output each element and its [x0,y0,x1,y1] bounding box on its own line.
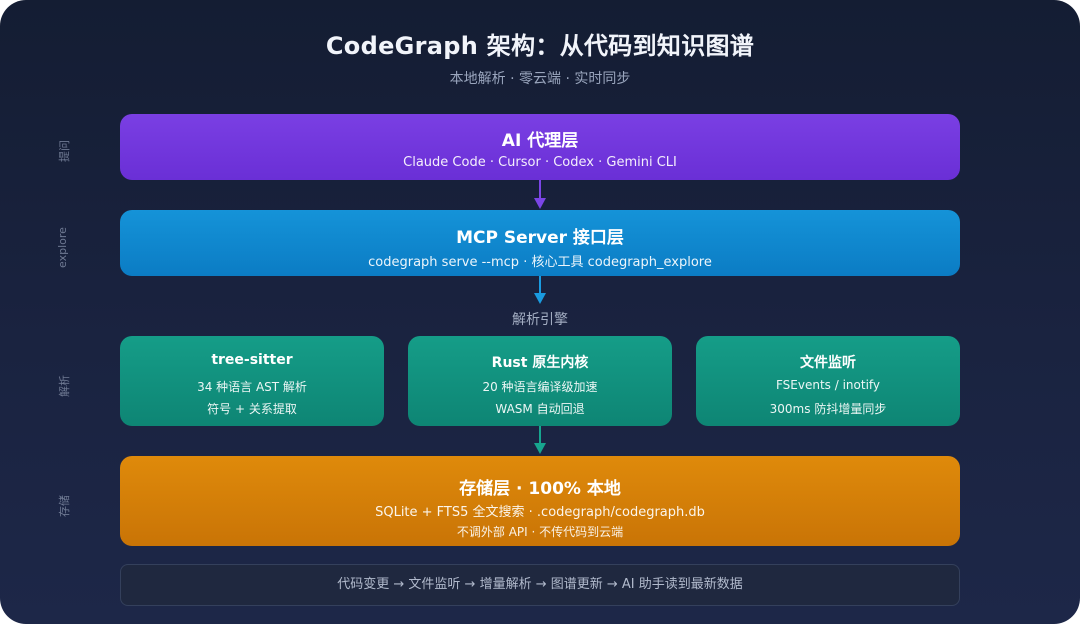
engine-label: 解析引擎 [512,312,568,328]
storage-layer: 存储层 · 100% 本地 SQLite + FTS5 全文搜索 · .code… [120,456,960,546]
card-line: 符号 + 关系提取 [207,402,297,416]
engine-card-file-watcher: 文件监听 FSEvents / inotify 300ms 防抖增量同步 [696,336,960,426]
card-line: FSEvents / inotify [775,378,881,392]
engine-card-tree-sitter: tree-sitter 34 种语言 AST 解析 符号 + 关系提取 [120,336,384,426]
card-line: 300ms 防抖增量同步 [769,402,887,416]
mcp-server-layer: MCP Server 接口层 codegraph serve --mcp · 核… [120,210,960,276]
ai-layer-subtitle: Claude Code · Cursor · Codex · Gemini CL… [403,155,677,170]
storage-layer-subtitle: SQLite + FTS5 全文搜索 · .codegraph/codegrap… [375,505,705,520]
update-flow-bar: 代码变更 → 文件监听 → 增量解析 → 图谱更新 → AI 助手读到最新数据 [120,564,960,606]
ai-layer-title: AI 代理层 [501,131,579,151]
card-line: 20 种语言编译级加速 [482,380,598,394]
arrow-mcp-to-engine [534,276,546,304]
mcp-layer-title: MCP Server 接口层 [456,228,624,248]
mcp-layer-subtitle: codegraph serve --mcp · 核心工具 codegraph_e… [368,255,712,270]
card-title: tree-sitter [211,352,293,368]
storage-layer-note: 不调外部 API · 不传代码到云端 [456,525,624,539]
card-title: 文件监听 [800,355,856,371]
engine-card-rust-core: Rust 原生内核 20 种语言编译级加速 WASM 自动回退 [408,336,672,426]
card-title: Rust 原生内核 [491,355,589,371]
card-line: WASM 自动回退 [495,402,585,416]
arrow-engine-to-storage [534,426,546,454]
arrow-ai-to-mcp [534,180,546,209]
ai-agent-layer: AI 代理层 Claude Code · Cursor · Codex · Ge… [120,114,960,180]
diagram-title: CodeGraph 架构：从代码到知识图谱 [325,32,755,60]
diagram-subtitle: 本地解析 · 零云端 · 实时同步 [449,71,631,87]
storage-layer-title: 存储层 · 100% 本地 [459,479,621,499]
card-line: 34 种语言 AST 解析 [197,380,307,394]
